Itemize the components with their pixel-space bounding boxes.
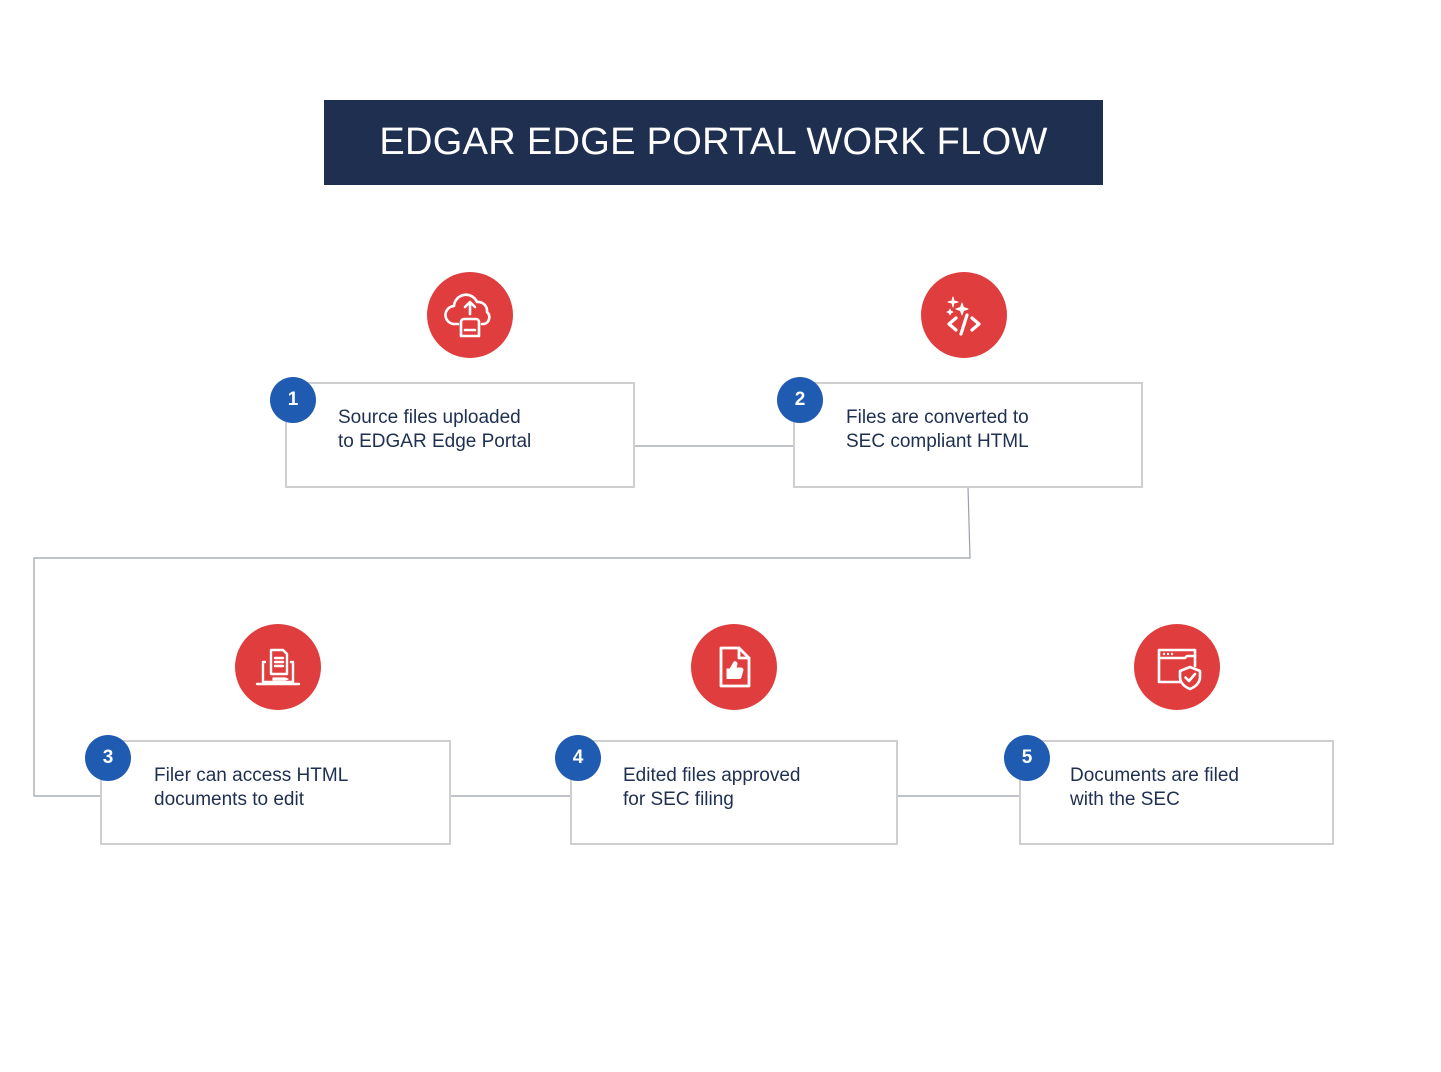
step-5-line-1: Documents are filed [1070,765,1239,786]
title-banner: EDGAR EDGE PORTAL WORK FLOW [324,100,1103,185]
step-1-line-2: to EDGAR Edge Portal [338,431,532,452]
step-4-line-2: for SEC filing [623,789,734,810]
step-4-box: Edited files approved for SEC filing [570,740,898,845]
step-4-badge: 4 [555,735,601,781]
step-3-line-1: Filer can access HTML [154,765,349,786]
code-sparkle-icon [946,296,981,336]
diagram-title: EDGAR EDGE PORTAL WORK FLOW [379,121,1048,163]
step-4-text: Edited files approved for SEC filing [623,764,800,812]
connector-2-3 [33,486,971,797]
step-5-badge: 5 [1004,735,1050,781]
step-5-box: Documents are filed with the SEC [1019,740,1334,845]
step-1-badge: 1 [270,377,316,423]
step-3-box: Filer can access HTML documents to edit [100,740,451,845]
step-4-line-1: Edited files approved [623,765,801,786]
step-1-line-1: Source files uploaded [338,407,521,428]
step-2-badge: 2 [777,377,823,423]
step-5-text: Documents are filed with the SEC [1070,764,1239,812]
step-2-icon-circle [921,272,1007,358]
step-1-text: Source files uploaded to EDGAR Edge Port… [338,406,531,454]
cloud-upload-document-icon [444,293,491,338]
browser-shield-check-icon [1157,648,1202,691]
step-5-line-2: with the SEC [1070,789,1180,810]
document-thumbs-up-icon [719,646,751,688]
step-3-icon-circle [235,624,321,710]
step-3-badge: 3 [85,735,131,781]
step-4-icon-circle [691,624,777,710]
step-3-text: Filer can access HTML documents to edit [154,764,348,812]
step-2-line-1: Files are converted to [846,407,1029,428]
step-1-icon-circle [427,272,513,358]
step-2-text: Files are converted to SEC compliant HTM… [846,406,1029,454]
step-2-line-2: SEC compliant HTML [846,431,1029,452]
step-1-box: Source files uploaded to EDGAR Edge Port… [285,382,635,488]
step-3-line-2: documents to edit [154,789,304,810]
step-5-icon-circle [1134,624,1220,710]
step-2-box: Files are converted to SEC compliant HTM… [793,382,1143,488]
laptop-document-edit-icon [255,648,301,686]
